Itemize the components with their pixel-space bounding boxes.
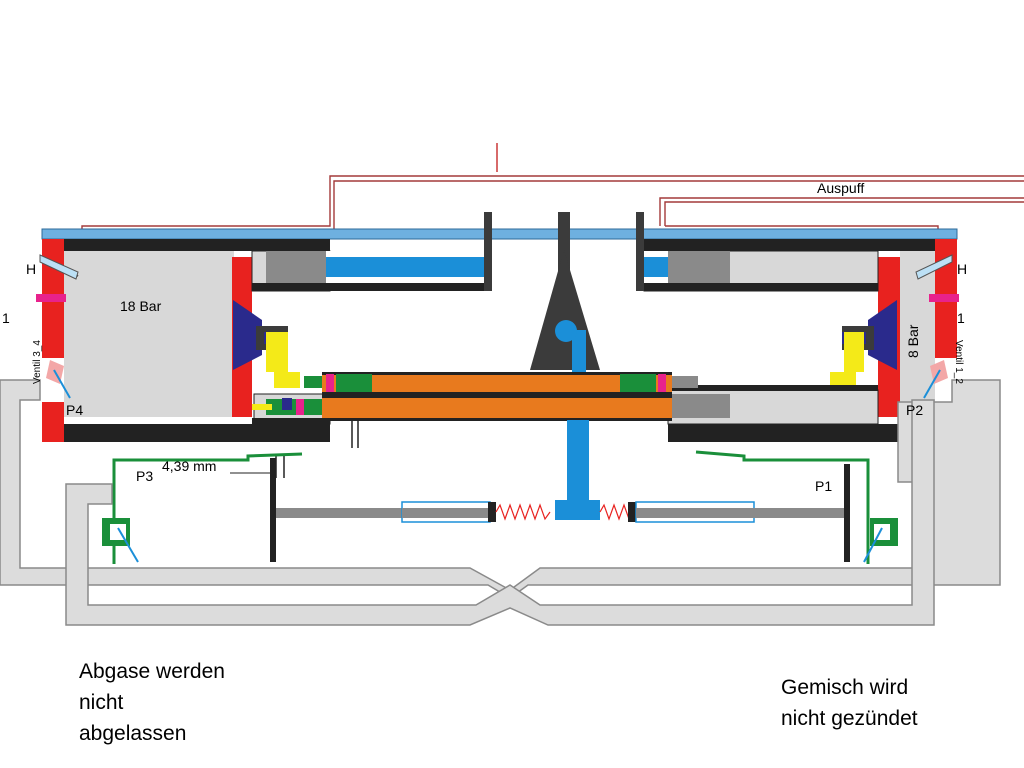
lower-valve-left	[102, 518, 139, 563]
lower-valve-right	[863, 518, 898, 563]
right-cylinder	[636, 239, 959, 442]
caption-left-line: abgelassen	[79, 722, 187, 745]
side-number-right: 1	[957, 310, 965, 326]
exhaust-label: Auspuff	[817, 180, 864, 196]
port-p4-label: P4	[66, 402, 83, 418]
valve-tag-left: H	[26, 261, 36, 277]
pressure-right-label: 8 Bar	[905, 324, 921, 358]
caption-left-line: Abgase werden	[79, 660, 225, 683]
valve-name-right: Ventil 1_2	[953, 340, 964, 384]
valve-name-left: Ventil 3_4	[32, 340, 43, 384]
caption-right: Gemisch wird nicht gezündet	[781, 672, 918, 734]
port-p1-label: P1	[815, 478, 832, 494]
left-cylinder	[36, 239, 492, 448]
top-frame-bar	[41, 228, 958, 240]
gap-measure-label: 4,39 mm	[162, 458, 216, 474]
valve-lines	[112, 450, 870, 564]
port-p3-label: P3	[136, 468, 153, 484]
lower-linkage	[230, 454, 850, 562]
caption-right-line: nicht gezündet	[781, 707, 918, 730]
piston-rod	[304, 372, 698, 421]
central-actuator	[555, 320, 600, 520]
center-support	[530, 250, 600, 370]
pressure-left-label: 18 Bar	[120, 298, 162, 314]
crossover-ducts	[0, 379, 1001, 626]
port-p2-label: P2	[906, 402, 923, 418]
valve-tag-right: H	[957, 261, 967, 277]
caption-left-line: nicht	[79, 691, 124, 714]
side-number-left: 1	[2, 310, 10, 326]
exhaust-pipe	[81, 143, 1024, 236]
caption-left: Abgase werden nicht abgelassen	[79, 656, 225, 749]
caption-right-line: Gemisch wird	[781, 676, 909, 699]
